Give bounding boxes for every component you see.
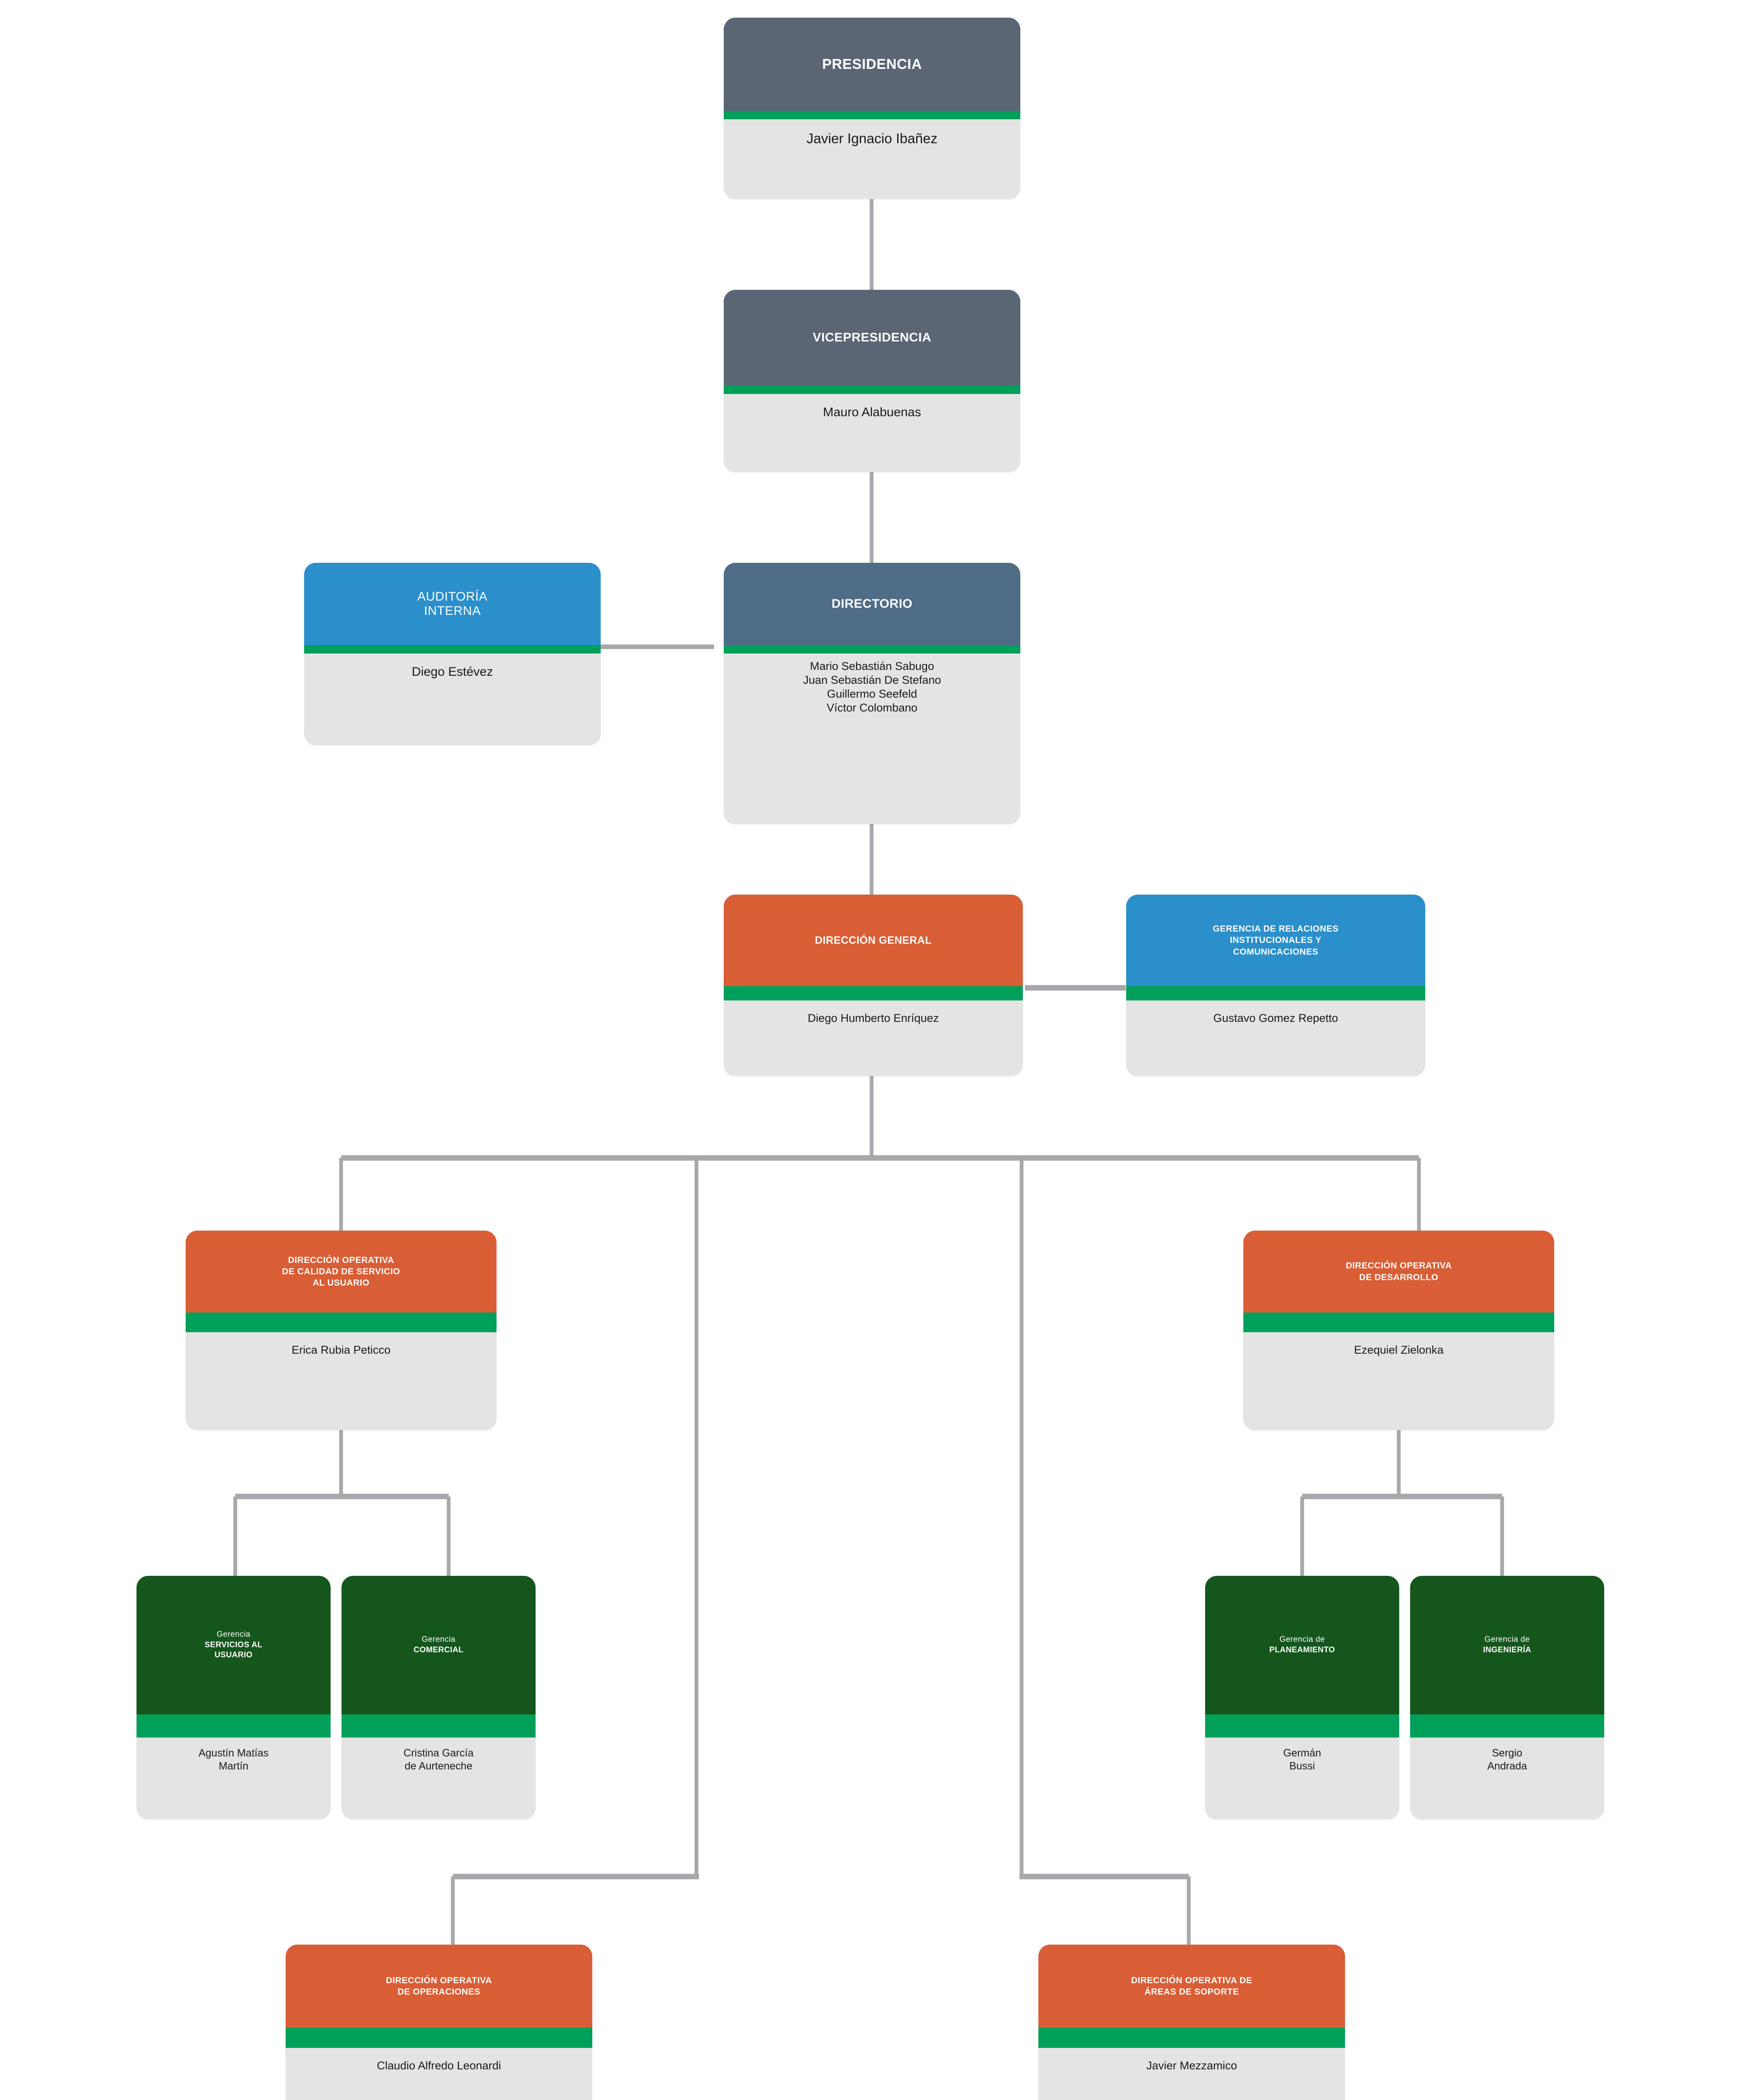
gerencia-name: INGENIERÍA [1483,1646,1532,1654]
node-do-operaciones-title: DIRECCIÓN OPERATIVA DE OPERACIONES [286,1945,592,2028]
node-do-calidad-servicio[interactable]: DIRECCIÓN OPERATIVA DE CALIDAD DE SERVIC… [186,1231,497,1430]
node-gerencia-servicios-usuario-title: Gerencia SERVICIOS AL USUARIO [137,1576,331,1714]
green-stripe [724,986,1023,1000]
green-stripe [724,645,1020,654]
node-gerencia-planeamiento-person: Germán Bussi [1205,1738,1399,1819]
node-auditoria-interna-title: AUDITORÍA INTERNA [304,563,601,645]
green-stripe [1205,1714,1399,1738]
node-gerencia-comercial[interactable]: Gerencia COMERCIAL Cristina García de Au… [342,1576,536,1819]
node-presidencia-person: Javier Ignacio Ibañez [724,119,1020,199]
node-do-calidad-servicio-person: Erica Rubia Peticco [186,1332,497,1430]
node-vicepresidencia[interactable]: VICEPRESIDENCIA Mauro Alabuenas [724,290,1020,472]
node-direccion-general-person: Diego Humberto Enríquez [724,1000,1023,1076]
node-gerencia-comercial-title: Gerencia COMERCIAL [342,1576,536,1714]
green-stripe [137,1714,331,1738]
node-gerencia-relaciones-person: Gustavo Gomez Repetto [1126,1000,1425,1076]
node-do-areas-soporte[interactable]: DIRECCIÓN OPERATIVA DE ÁREAS DE SOPORTE … [1038,1945,1345,2100]
node-gerencia-planeamiento[interactable]: Gerencia de PLANEAMIENTO Germán Bussi [1205,1576,1399,1819]
node-directorio[interactable]: DIRECTORIO Mario Sebastián Sabugo Juan S… [724,563,1020,824]
node-presidencia[interactable]: PRESIDENCIA Javier Ignacio Ibañez [724,18,1020,199]
node-do-areas-soporte-title: DIRECCIÓN OPERATIVA DE ÁREAS DE SOPORTE [1038,1945,1345,2028]
node-directorio-person: Mario Sebastián Sabugo Juan Sebastián De… [724,654,1020,824]
green-stripe [1126,986,1425,1000]
node-gerencia-relaciones-title: GERENCIA DE RELACIONES INSTITUCIONALES Y… [1126,895,1425,986]
node-gerencia-planeamiento-title: Gerencia de PLANEAMIENTO [1205,1576,1399,1714]
node-gerencia-ingenieria[interactable]: Gerencia de INGENIERÍA Sergio Andrada [1410,1576,1604,1819]
gerencia-name: SERVICIOS AL USUARIO [205,1640,263,1660]
green-stripe [1243,1312,1554,1332]
node-presidencia-title: PRESIDENCIA [724,18,1020,111]
node-gerencia-servicios-usuario-person: Agustín Matías Martín [137,1738,331,1819]
node-do-desarrollo-person: Ezequiel Zielonka [1243,1332,1554,1430]
gerencia-prefix: Gerencia de [1484,1635,1530,1644]
node-vicepresidencia-title: VICEPRESIDENCIA [724,290,1020,386]
node-gerencia-relaciones[interactable]: GERENCIA DE RELACIONES INSTITUCIONALES Y… [1126,895,1425,1076]
node-auditoria-interna-person: Diego Estévez [304,654,601,745]
gerencia-prefix: Gerencia [421,1635,456,1644]
node-do-areas-soporte-person: Javier Mezzamico [1038,2048,1345,2100]
green-stripe [1038,2028,1345,2048]
node-gerencia-servicios-usuario[interactable]: Gerencia SERVICIOS AL USUARIO Agustín Ma… [137,1576,331,1819]
node-gerencia-ingenieria-person: Sergio Andrada [1410,1738,1604,1819]
node-auditoria-interna[interactable]: AUDITORÍA INTERNA Diego Estévez [304,563,601,745]
green-stripe [1410,1714,1604,1738]
node-do-desarrollo[interactable]: DIRECCIÓN OPERATIVA DE DESARROLLO Ezequi… [1243,1231,1554,1430]
node-do-desarrollo-title: DIRECCIÓN OPERATIVA DE DESARROLLO [1243,1231,1554,1312]
node-do-operaciones-person: Claudio Alfredo Leonardi [286,2048,592,2100]
node-do-operaciones[interactable]: DIRECCIÓN OPERATIVA DE OPERACIONES Claud… [286,1945,592,2100]
gerencia-prefix: Gerencia de [1279,1635,1325,1644]
gerencia-name: COMERCIAL [413,1646,464,1654]
gerencia-name: PLANEAMIENTO [1269,1646,1335,1654]
node-directorio-title: DIRECTORIO [724,563,1020,645]
green-stripe [186,1312,497,1332]
node-direccion-general-title: DIRECCIÓN GENERAL [724,895,1023,986]
green-stripe [724,386,1020,394]
green-stripe [304,645,601,654]
node-direccion-general[interactable]: DIRECCIÓN GENERAL Diego Humberto Enríque… [724,895,1023,1076]
node-gerencia-comercial-person: Cristina García de Aurteneche [342,1738,536,1819]
green-stripe [286,2028,592,2048]
green-stripe [342,1714,536,1738]
green-stripe [724,111,1020,119]
gerencia-prefix: Gerencia [216,1630,251,1639]
node-vicepresidencia-person: Mauro Alabuenas [724,394,1020,472]
node-gerencia-ingenieria-title: Gerencia de INGENIERÍA [1410,1576,1604,1714]
node-do-calidad-servicio-title: DIRECCIÓN OPERATIVA DE CALIDAD DE SERVIC… [186,1231,497,1312]
